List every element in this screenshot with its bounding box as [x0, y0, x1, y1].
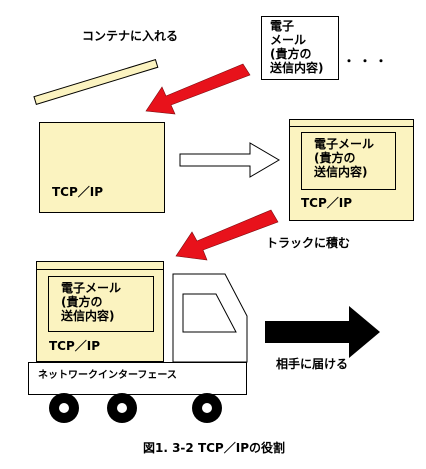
packed-email-line2: (貴方の — [314, 151, 356, 165]
truck-email-line1: 電子メール — [61, 281, 122, 295]
red-arrow-bottom — [175, 209, 279, 261]
truck-chassis-label: ネットワークインターフェース — [38, 370, 177, 381]
black-arrow-right — [265, 306, 380, 358]
email-note-line1: 電子 — [270, 19, 295, 33]
truck-container-rim — [36, 269, 164, 270]
wheel-3 — [192, 393, 222, 423]
packed-email: 電子メール (貴方の 送信内容) — [301, 132, 396, 190]
truck-email: 電子メール (貴方の 送信内容) — [48, 276, 154, 332]
packed-email-line3: 送信内容) — [314, 165, 368, 179]
email-note-line2: メール — [270, 33, 307, 47]
email-note-line4: 送信内容) — [270, 61, 324, 75]
truck-email-line3: 送信内容) — [61, 309, 115, 323]
label-put-in-container: コンテナに入れる — [82, 29, 179, 43]
truck-chassis: ネットワークインターフェース — [28, 362, 247, 395]
wheel-1 — [49, 393, 79, 423]
ellipsis: ・・・ — [343, 54, 392, 68]
figure-caption: 図1. 3-2 TCP／IPの役割 — [143, 441, 285, 455]
open-container-label: TCP／IP — [52, 185, 104, 199]
truck-cab-window — [182, 293, 237, 333]
label-load-truck: トラックに積む — [266, 236, 351, 250]
packed-container-rim — [289, 126, 414, 127]
email-note-line3: (貴方の — [270, 47, 312, 61]
truck-container: 電子メール (貴方の 送信内容) TCP／IP — [36, 261, 164, 362]
outline-arrow-right — [179, 142, 280, 178]
open-container: TCP／IP — [39, 122, 165, 213]
truck-email-line2: (貴方の — [61, 295, 103, 309]
truck-container-label: TCP／IP — [49, 339, 101, 353]
packed-container: 電子メール (貴方の 送信内容) TCP／IP — [289, 119, 414, 221]
packed-container-label: TCP／IP — [301, 196, 353, 210]
packed-email-line1: 電子メール — [314, 137, 375, 151]
label-deliver: 相手に届ける — [276, 357, 349, 371]
email-note: 電子 メール (貴方の 送信内容) — [261, 16, 339, 80]
wheel-2 — [107, 393, 137, 423]
red-arrow-top — [145, 63, 251, 115]
